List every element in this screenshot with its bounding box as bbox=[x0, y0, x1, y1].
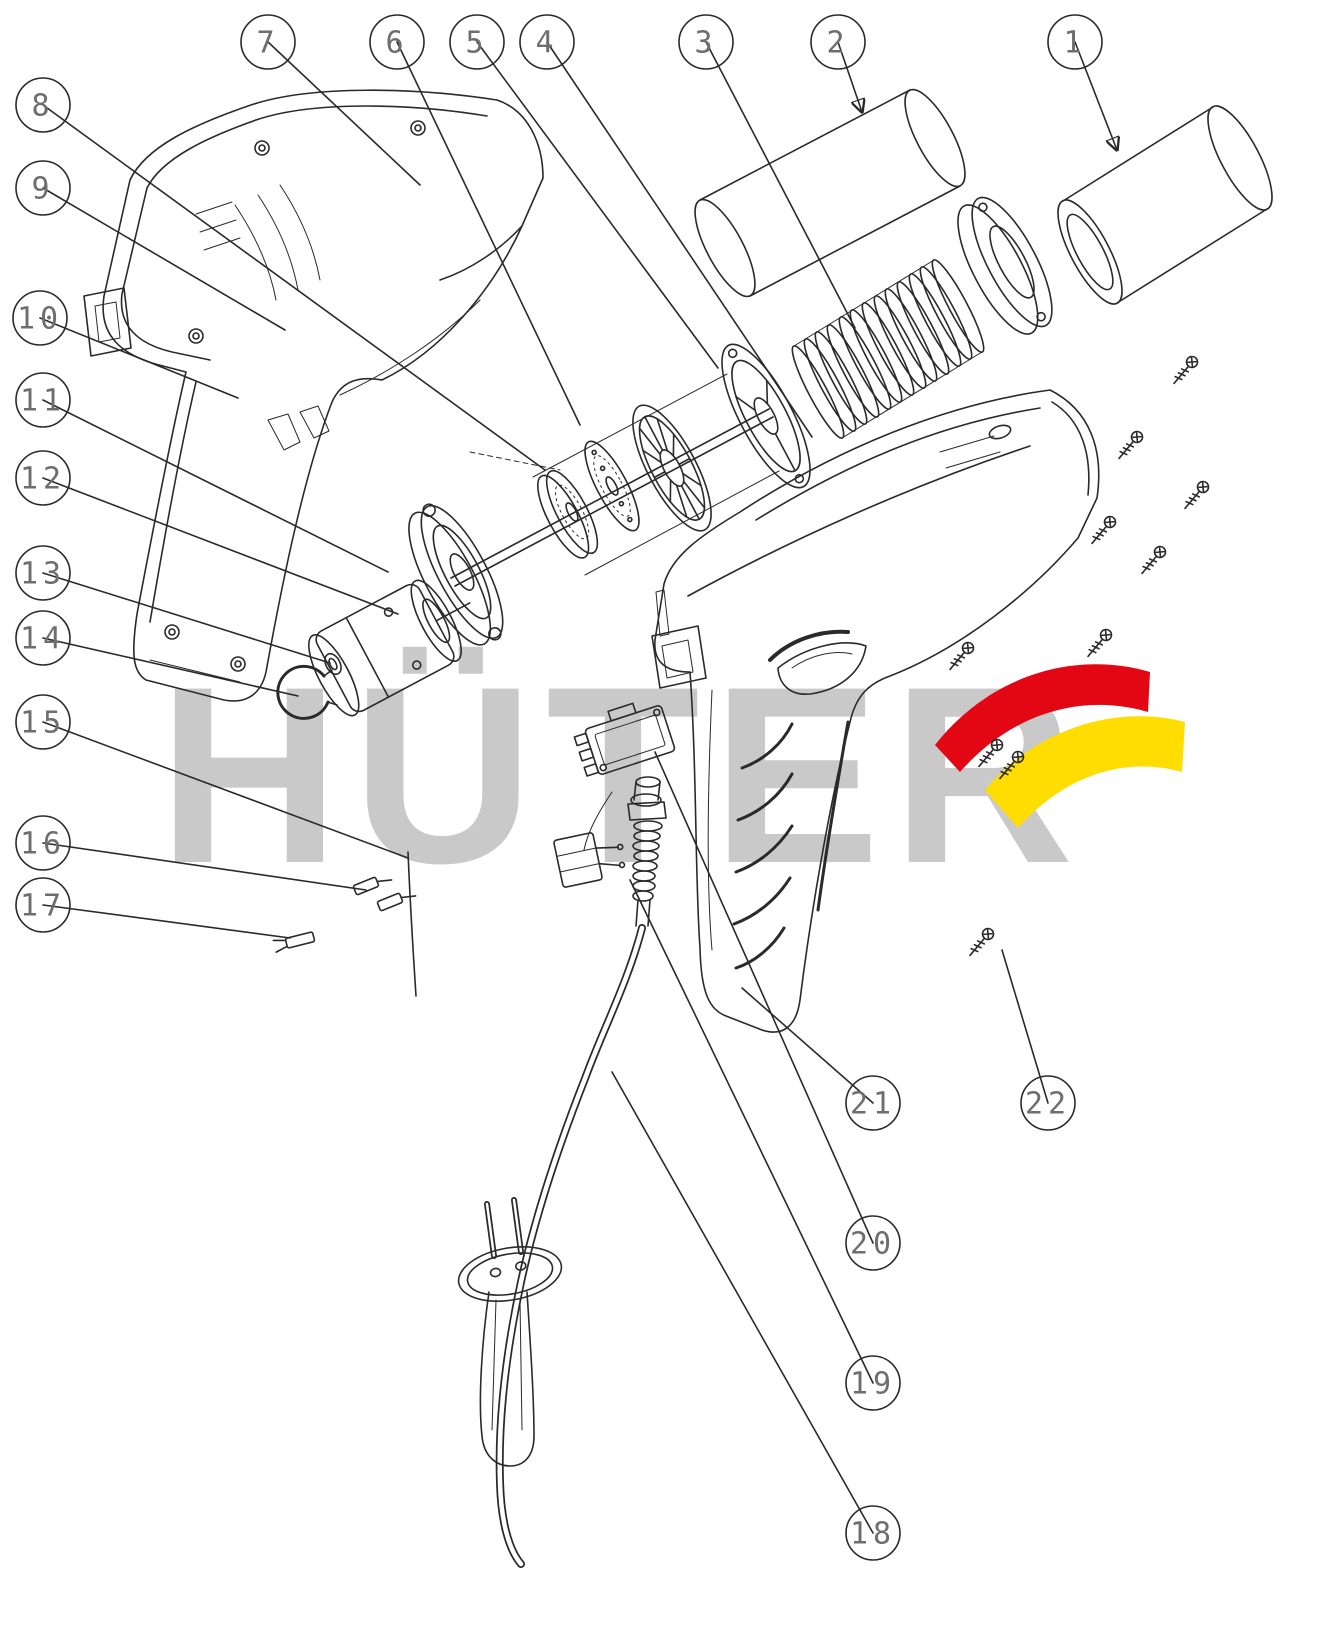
lead-wire bbox=[407, 851, 417, 997]
callout-circle-7 bbox=[240, 14, 296, 70]
callout-circle-14 bbox=[15, 610, 71, 666]
callout-label-1: 1 bbox=[1063, 26, 1086, 61]
leader-line-12 bbox=[42, 477, 399, 615]
leader-line-5 bbox=[476, 41, 719, 369]
callout-circle-13 bbox=[15, 545, 71, 601]
right-housing-half bbox=[651, 389, 1100, 1033]
inner-tube bbox=[694, 88, 966, 298]
terminal-connectors bbox=[272, 876, 417, 953]
callout-label-4: 4 bbox=[535, 26, 558, 61]
callout-label-15: 15 bbox=[20, 706, 66, 741]
leader-line-13 bbox=[42, 572, 331, 664]
leader-line-9 bbox=[42, 187, 286, 331]
callout-label-20: 20 bbox=[850, 1227, 896, 1262]
nozzle-mount-flange bbox=[957, 196, 1053, 335]
bearing-and-clip bbox=[276, 652, 342, 720]
callout-circle-19 bbox=[845, 1355, 901, 1411]
callout-circle-5 bbox=[449, 14, 505, 70]
callout-circle-9 bbox=[15, 160, 71, 216]
leader-line-16 bbox=[42, 842, 367, 891]
callout-circle-2 bbox=[810, 14, 866, 70]
callout-label-13: 13 bbox=[20, 557, 66, 592]
cable-grommet bbox=[583, 776, 667, 927]
callout-circle-8 bbox=[15, 77, 71, 133]
callout-label-19: 19 bbox=[850, 1367, 896, 1402]
callout-circle-3 bbox=[678, 14, 734, 70]
leader-line-2 bbox=[837, 41, 862, 112]
callout-circle-20 bbox=[845, 1215, 901, 1271]
callout-circle-18 bbox=[845, 1505, 901, 1561]
callout-label-7: 7 bbox=[256, 26, 279, 61]
callout-circle-17 bbox=[15, 877, 71, 933]
callout-label-18: 18 bbox=[850, 1517, 896, 1552]
callout-label-5: 5 bbox=[465, 26, 488, 61]
leader-line-22 bbox=[1001, 949, 1049, 1104]
callout-label-6: 6 bbox=[385, 26, 408, 61]
callout-label-8: 8 bbox=[31, 89, 54, 124]
leader-line-1 bbox=[1074, 41, 1117, 150]
callout-label-3: 3 bbox=[694, 26, 717, 61]
callout-label-2: 2 bbox=[826, 26, 849, 61]
callout-label-16: 16 bbox=[20, 827, 66, 862]
leader-line-6 bbox=[396, 41, 581, 426]
leader-line-21 bbox=[741, 987, 874, 1104]
callout-circle-11 bbox=[15, 372, 71, 428]
callout-label-9: 9 bbox=[31, 172, 54, 207]
brand-watermark: HÜTER bbox=[158, 635, 1086, 916]
callout-circle-1 bbox=[1047, 14, 1103, 70]
callout-circle-22 bbox=[1020, 1075, 1076, 1131]
outer-nozzle-tube bbox=[1057, 105, 1273, 305]
callout-label-12: 12 bbox=[20, 462, 66, 497]
power-cord bbox=[495, 924, 646, 1568]
heating-element-coil bbox=[791, 259, 985, 439]
callout-label-17: 17 bbox=[20, 889, 66, 924]
callout-circle-6 bbox=[369, 14, 425, 70]
leader-line-4 bbox=[546, 41, 813, 438]
leader-line-19 bbox=[629, 879, 874, 1384]
leader-line-3 bbox=[705, 41, 856, 329]
callout-circle-4 bbox=[519, 14, 575, 70]
callout-label-22: 22 bbox=[1025, 1087, 1071, 1122]
callout-circle-15 bbox=[15, 694, 71, 750]
motor bbox=[308, 579, 471, 717]
leader-line-18 bbox=[611, 1071, 874, 1534]
leader-line-14 bbox=[42, 637, 299, 697]
callout-label-10: 10 bbox=[17, 302, 63, 337]
callout-label-11: 11 bbox=[20, 384, 66, 419]
callout-label-14: 14 bbox=[20, 622, 66, 657]
screws bbox=[944, 353, 1212, 960]
leader-line-20 bbox=[654, 751, 874, 1244]
leader-line-8 bbox=[42, 104, 546, 471]
watermark-ribbon-red bbox=[935, 664, 1150, 772]
leader-line-7 bbox=[267, 41, 421, 186]
left-housing-half bbox=[83, 89, 544, 702]
motor-shaft-and-tie-rods bbox=[450, 373, 780, 587]
power-switch bbox=[573, 702, 676, 777]
callout-circle-10 bbox=[12, 290, 68, 346]
leader-line-15 bbox=[42, 721, 409, 859]
callout-label-21: 21 bbox=[850, 1087, 896, 1122]
callout-circle-21 bbox=[845, 1075, 901, 1131]
leader-line-17 bbox=[42, 904, 291, 939]
mica-insulator-discs bbox=[537, 440, 640, 559]
fan-impeller bbox=[632, 404, 712, 532]
callout-circle-12 bbox=[15, 450, 71, 506]
mains-plug bbox=[457, 1197, 563, 1467]
leader-line-11 bbox=[42, 399, 389, 573]
callout-circle-16 bbox=[15, 815, 71, 871]
fan-mount-flange bbox=[408, 503, 504, 646]
watermark-ribbon-yellow bbox=[985, 716, 1185, 828]
capacitor-block bbox=[553, 832, 626, 888]
leader-line-10 bbox=[39, 317, 239, 399]
